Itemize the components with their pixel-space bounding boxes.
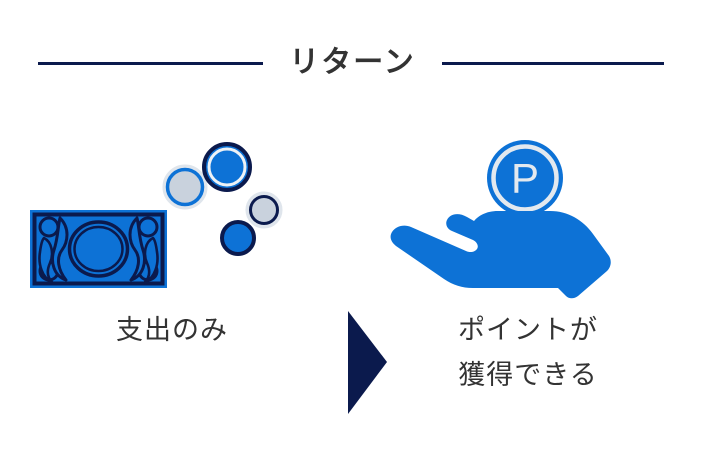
header-rule-left (38, 61, 264, 65)
banknote-and-coins-icon (22, 130, 322, 305)
coin-silver-small-icon (245, 191, 283, 229)
hand-holding-point-coin-icon: P (378, 130, 678, 305)
caption-line: ポイントが (458, 315, 598, 345)
coin-blue-large-icon (202, 142, 252, 192)
panel-before-caption: 支出のみ (22, 308, 322, 353)
comparison-panels: 支出のみ P ポイントが 獲得できる (0, 130, 702, 450)
banknote-icon (30, 210, 167, 288)
coin-silver-large-icon (162, 164, 208, 210)
caption-line: 獲得できる (458, 359, 598, 390)
section-header: リターン (0, 34, 702, 92)
panel-after-caption: ポイントが 獲得できる (378, 308, 678, 397)
header-rule-right (441, 61, 664, 65)
point-coin-letter: P (511, 155, 539, 202)
right-arrow-triangle-icon (340, 310, 396, 415)
coin-blue-small-icon (220, 220, 256, 256)
panel-after: P ポイントが 獲得できる (378, 130, 678, 450)
panel-before: 支出のみ (22, 130, 322, 450)
page-title: リターン (289, 46, 416, 79)
point-coin-icon: P (487, 140, 563, 216)
open-hand-icon (390, 211, 611, 299)
caption-line: 支出のみ (116, 315, 228, 345)
